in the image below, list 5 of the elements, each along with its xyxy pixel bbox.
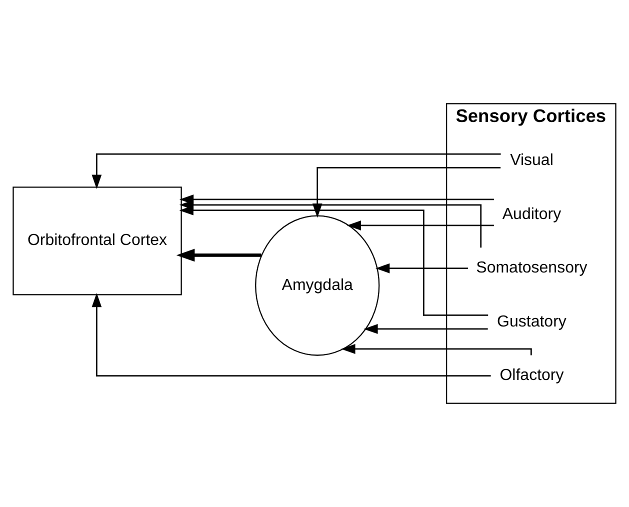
- node-text: Somatosensory: [476, 260, 588, 277]
- node-text: Auditory: [502, 206, 562, 223]
- node-text: Visual: [510, 152, 554, 170]
- node-text: Olfactory: [500, 367, 564, 384]
- node-text: Gustatory: [497, 313, 566, 330]
